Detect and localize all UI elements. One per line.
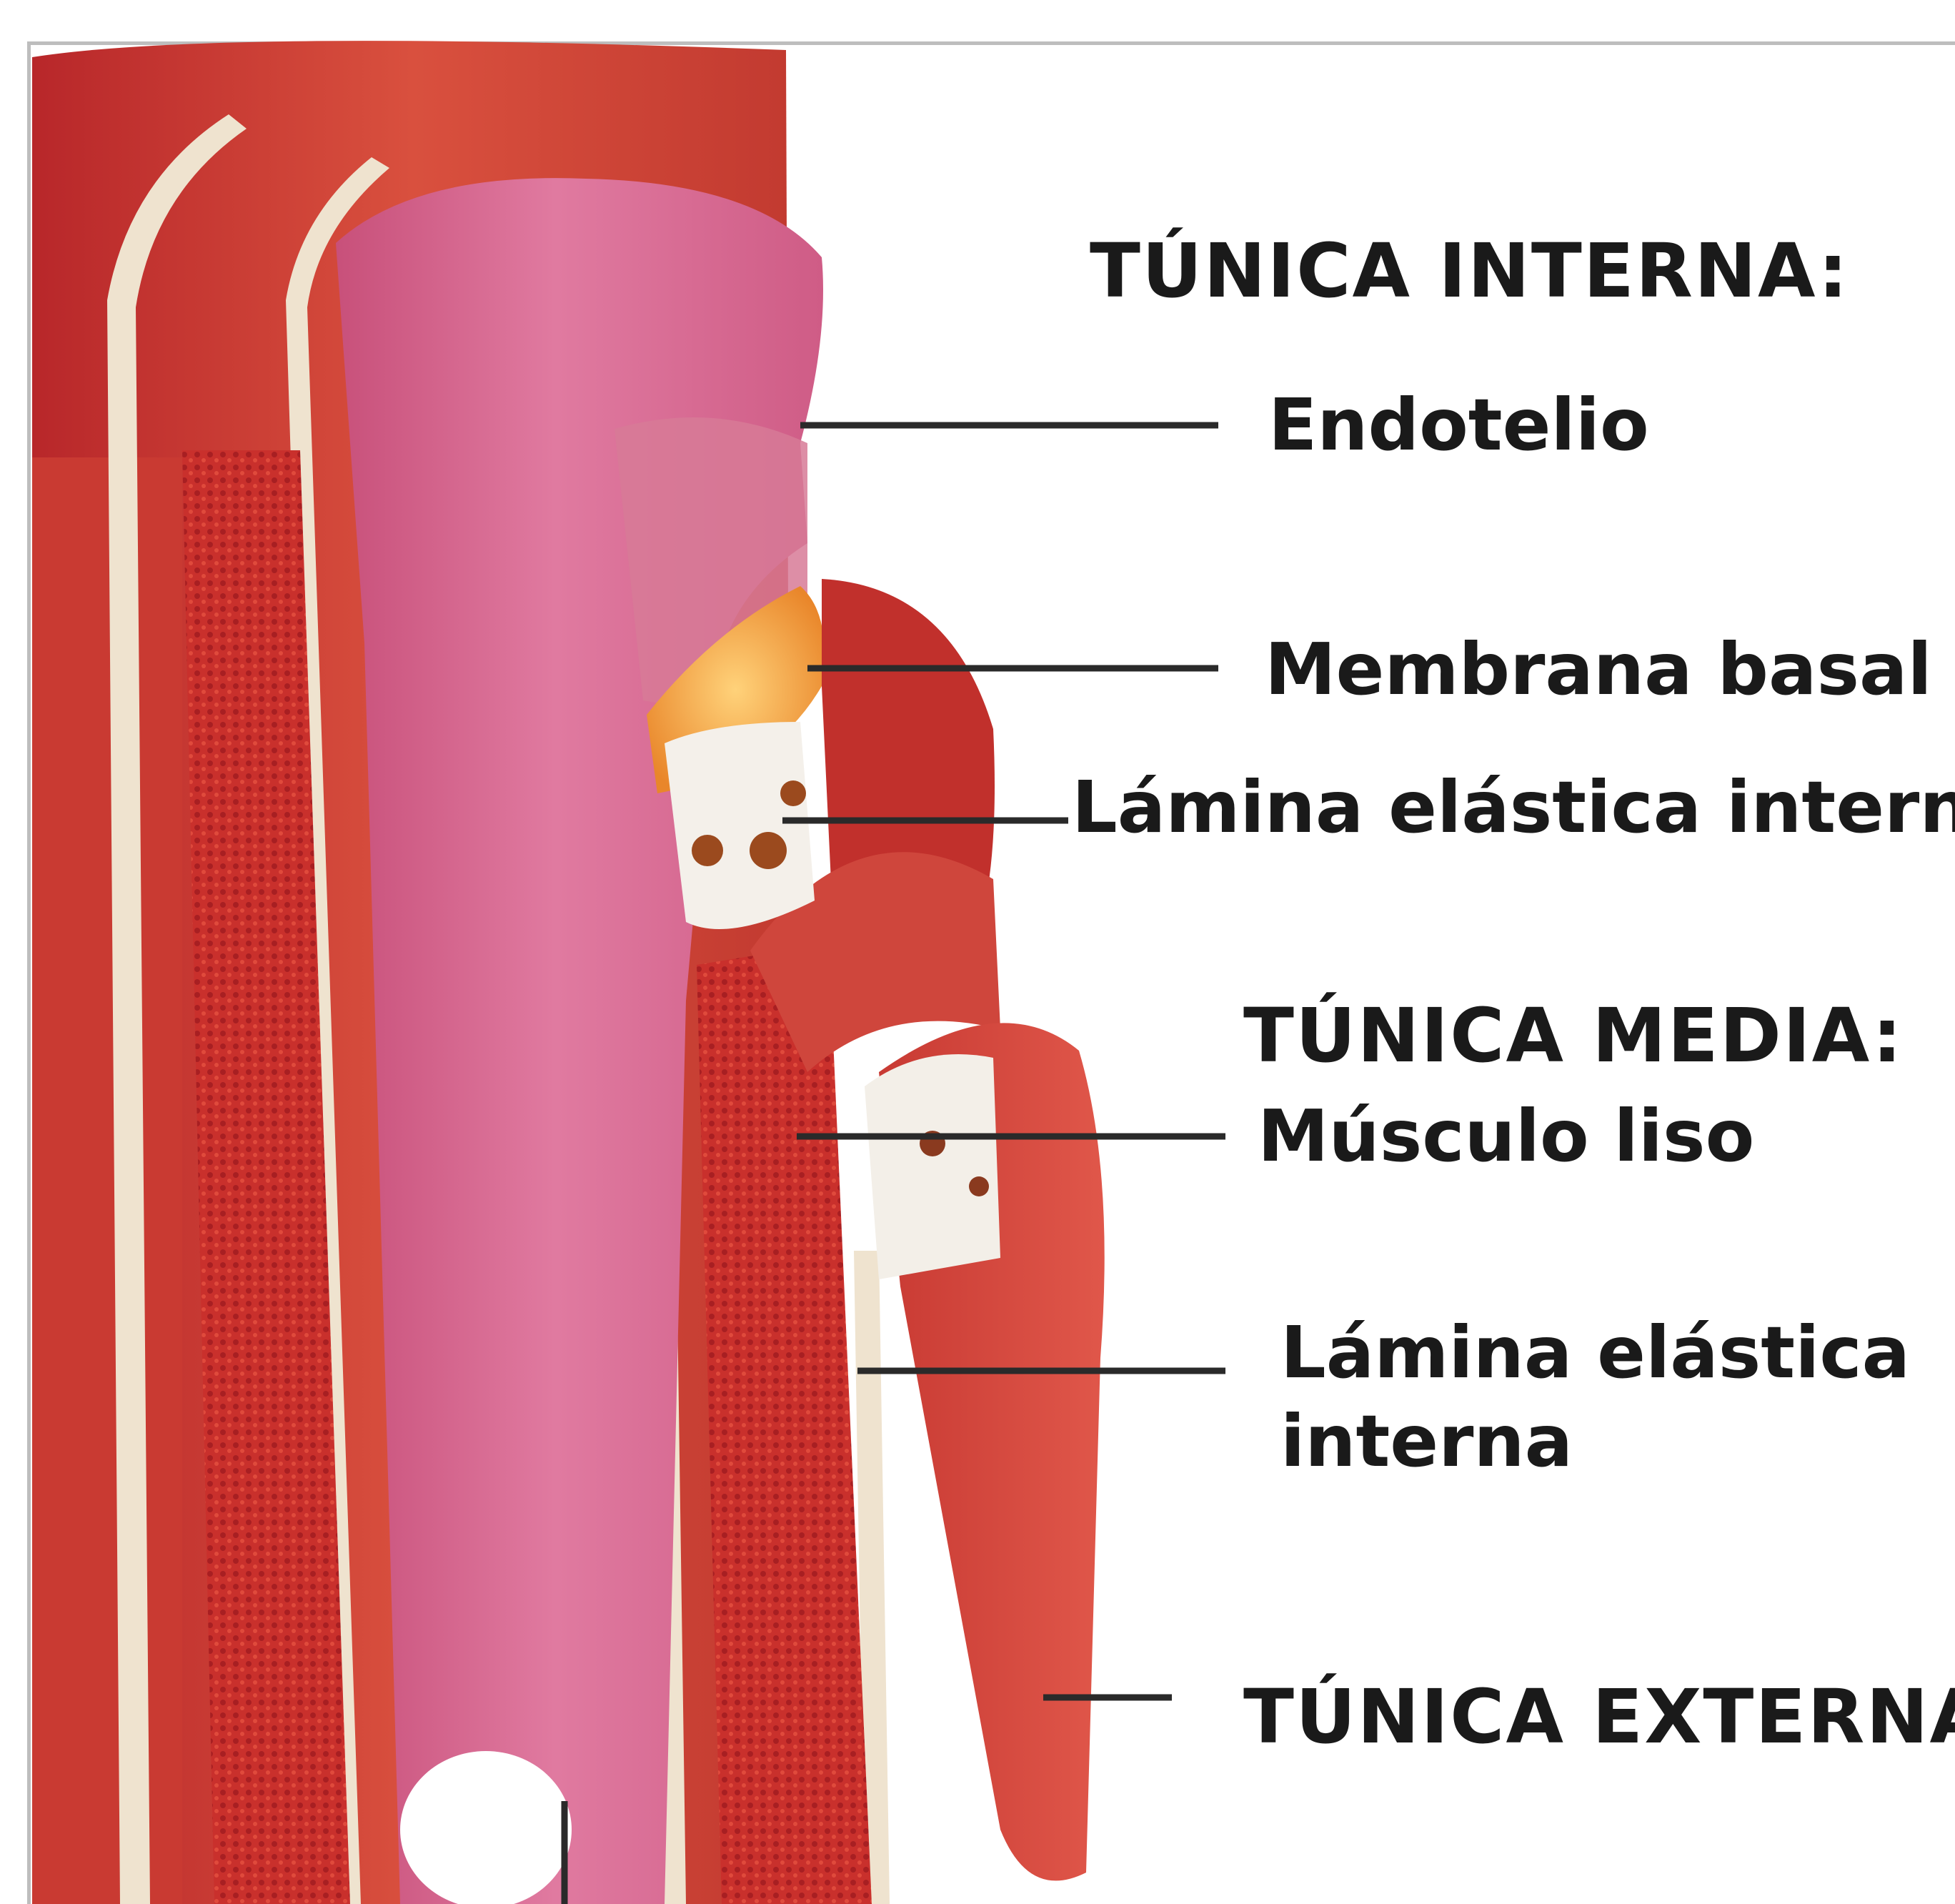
label-tunica-externa: TÚNICA EXTERNA bbox=[1243, 1676, 1955, 1757]
label-lamina-elastica-line2: interna bbox=[1280, 1402, 1573, 1481]
label-tunica-media: TÚNICA MEDIA: bbox=[1243, 995, 1904, 1076]
label-endotelio: Endotelio bbox=[1268, 386, 1649, 465]
label-lamina-elastica-interna: Lámina elástica interna bbox=[1072, 768, 1955, 847]
label-tunica-interna: TÚNICA INTERNA: bbox=[1090, 230, 1849, 312]
label-lamina-elastica-line1: Lámina elástica bbox=[1280, 1314, 1910, 1392]
label-membrana-basal: Membrana basal bbox=[1265, 630, 1932, 709]
label-musculo-liso: Músculo liso bbox=[1258, 1097, 1754, 1176]
